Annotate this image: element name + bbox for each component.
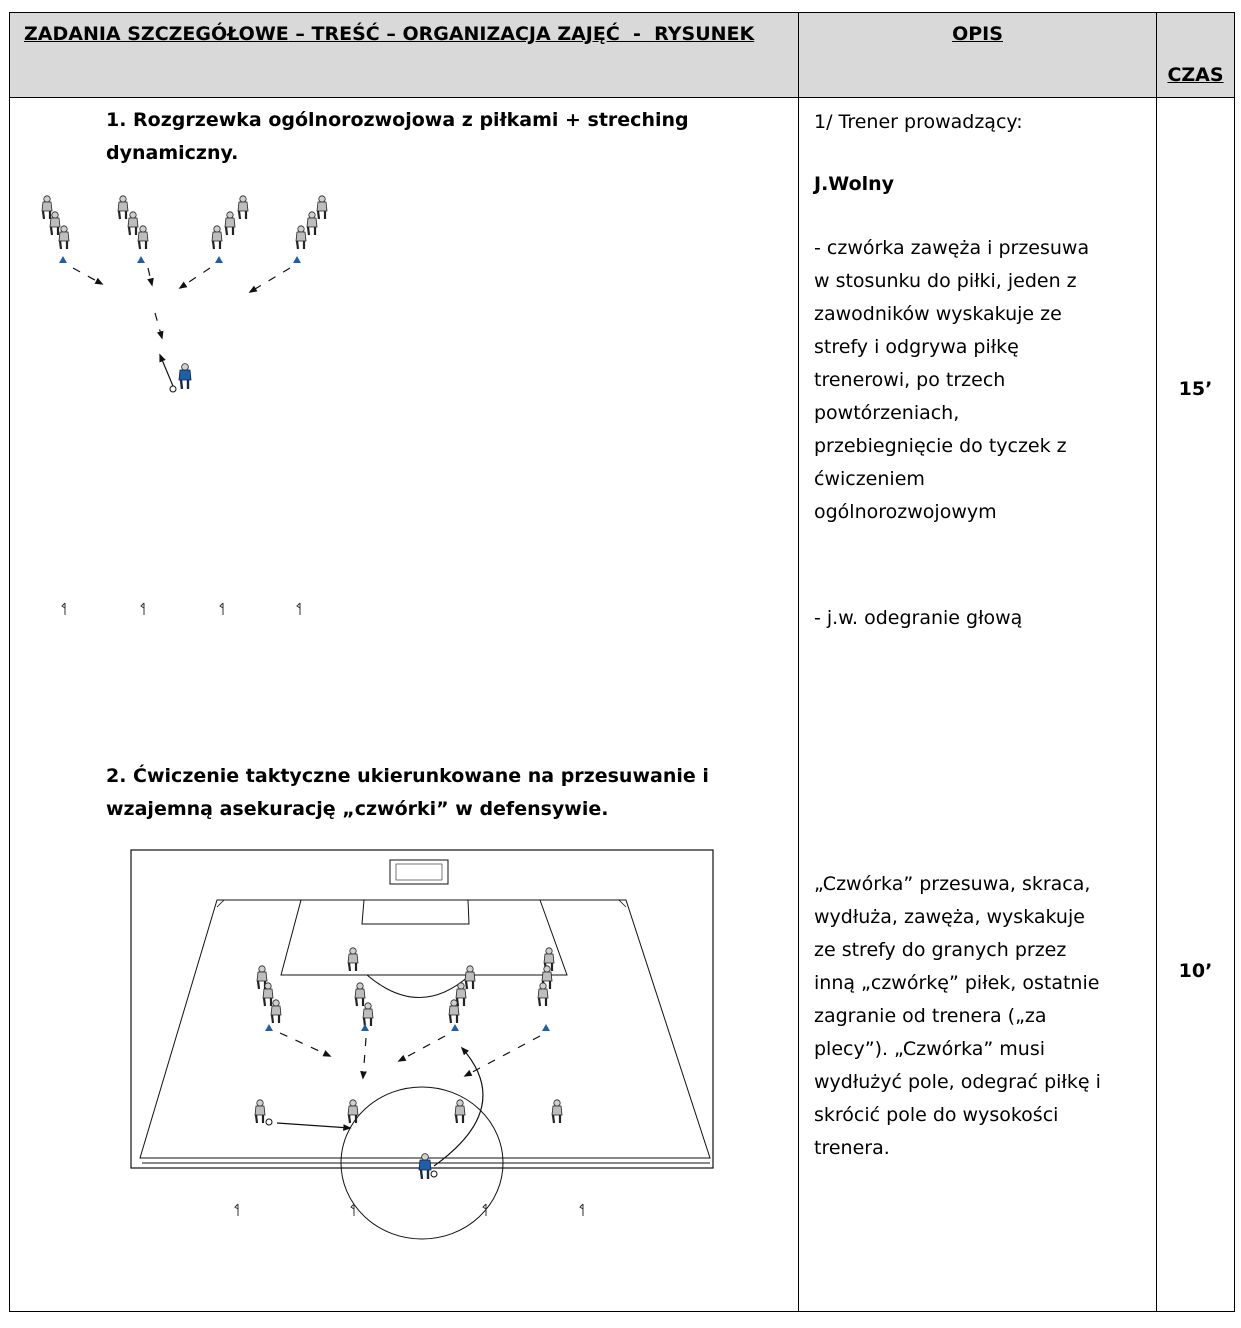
header-sep-3: - <box>619 23 655 45</box>
pitch <box>130 849 714 1169</box>
header-row: ZADANIA SZCZEGÓŁOWE – TREŚĆ – ORGANIZACJ… <box>9 12 1235 98</box>
task1-trainer-name: J.Wolny <box>814 173 895 195</box>
drills-diagram <box>40 194 714 1240</box>
header-col-tasks: ZADANIA SZCZEGÓŁOWE – TREŚĆ – ORGANIZACJ… <box>9 12 799 98</box>
player-icon <box>40 194 329 251</box>
header-part-3: TREŚĆ <box>311 23 380 45</box>
header-czas: CZAS <box>1167 64 1224 86</box>
header-part-5: ORGANIZACJA ZAJĘĆ <box>402 23 620 45</box>
task2-description: „Czwórka” przesuwa, skraca, wydłuża, zaw… <box>814 873 1101 1159</box>
pass-arrows <box>279 1032 541 1080</box>
header-sep-1: – <box>288 23 312 45</box>
task2-time: 10’ <box>1178 960 1213 982</box>
ball-icon <box>430 1170 438 1178</box>
task1-extra: - j.w. odegranie głową <box>814 607 1023 629</box>
content-col-description: 1/ Trener prowadzący: J.Wolny - czwórka … <box>798 97 1157 1312</box>
header-col-time: CZAS <box>1156 12 1235 98</box>
task1-title: 1. Rozgrzewka ogólnorozwojowa z piłkami … <box>106 109 689 164</box>
task1-time: 15’ <box>1178 378 1213 400</box>
content-row: 1. Rozgrzewka ogólnorozwojowa z piłkami … <box>9 97 1235 1312</box>
flag-icon <box>61 602 301 616</box>
cone-icon <box>59 256 301 263</box>
header-opis: OPIS <box>952 23 1003 45</box>
content-col-tasks: 1. Rozgrzewka ogólnorozwojowa z piłkami … <box>9 97 799 1312</box>
header-part-1: ZADANIA SZCZEGÓŁOWE <box>24 23 289 45</box>
training-plan-table: ZADANIA SZCZEGÓŁOWE – TREŚĆ – ORGANIZACJ… <box>9 12 1235 1312</box>
header-col-description: OPIS <box>798 12 1157 98</box>
flag-icon <box>234 1203 584 1217</box>
content-col-time: 15’ 10’ <box>1156 97 1235 1312</box>
task1-description: - czwórka zawęża i przesuwa w stosunku d… <box>814 237 1090 523</box>
ball-icon <box>169 385 177 393</box>
task2-title: 2. Ćwiczenie taktyczne ukierunkowane na … <box>106 765 709 820</box>
header-sep-2: – <box>379 23 403 45</box>
ball-icon <box>265 1118 273 1126</box>
goal-icon <box>389 859 449 885</box>
task1-trainer-label: 1/ Trener prowadzący: <box>814 111 1023 133</box>
coach-icon <box>177 362 193 391</box>
header-part-7: RYSUNEK <box>654 23 755 45</box>
pass-arrows <box>72 267 291 340</box>
